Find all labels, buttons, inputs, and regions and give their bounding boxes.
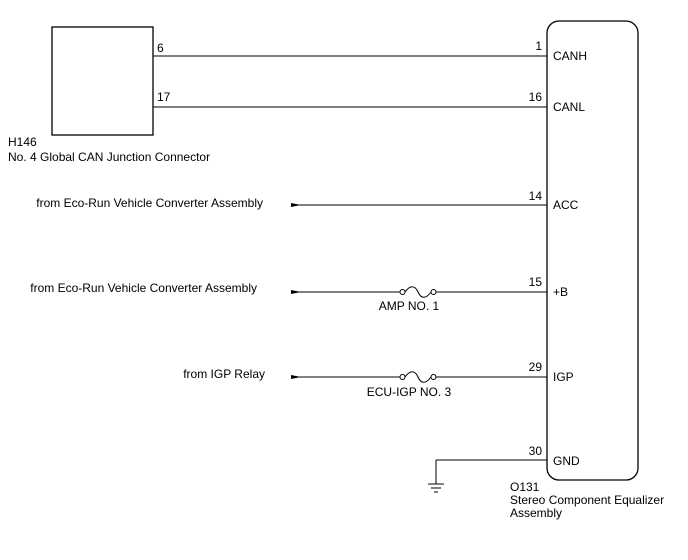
terminal-pin-15: 15 bbox=[529, 275, 543, 289]
terminal-pin-30: 30 bbox=[529, 444, 543, 458]
junction-pin-17: 17 bbox=[157, 90, 171, 104]
terminal-pin-16: 16 bbox=[529, 90, 543, 104]
equalizer-code: O131 bbox=[510, 480, 540, 494]
equalizer-name-line1: Stereo Component Equalizer bbox=[510, 493, 664, 507]
junction-pin-6: 6 bbox=[157, 41, 164, 55]
terminal-label-igp: IGP bbox=[553, 370, 574, 384]
terminal-label-canl: CANL bbox=[553, 100, 585, 114]
ground-icon bbox=[428, 483, 444, 493]
terminal-pin-1: 1 bbox=[535, 39, 542, 53]
fuse-amp-icon bbox=[399, 286, 437, 298]
terminal-label-acc: ACC bbox=[553, 198, 579, 212]
junction-connector-box bbox=[51, 26, 154, 136]
junction-connector-name: No. 4 Global CAN Junction Connector bbox=[8, 150, 210, 164]
terminal-pin-14: 14 bbox=[529, 189, 543, 203]
equalizer-box bbox=[546, 20, 639, 481]
terminal-label-canh: CANH bbox=[553, 49, 587, 63]
fuse-label-ecu-igp: ECU-IGP NO. 3 bbox=[367, 385, 452, 399]
terminal-label-gnd: GND bbox=[553, 454, 580, 468]
fuse-label-amp: AMP NO. 1 bbox=[379, 299, 440, 313]
source-label-b: from Eco-Run Vehicle Converter Assembly bbox=[30, 281, 257, 295]
source-label-igp: from IGP Relay bbox=[183, 367, 265, 381]
junction-connector-code: H146 bbox=[8, 135, 37, 149]
terminal-pin-29: 29 bbox=[529, 360, 543, 374]
source-label-acc: from Eco-Run Vehicle Converter Assembly bbox=[36, 196, 263, 210]
equalizer-name-line2: Assembly bbox=[510, 506, 562, 520]
fuse-ecu-igp-icon bbox=[399, 371, 437, 383]
terminal-label-b: +B bbox=[553, 285, 568, 299]
